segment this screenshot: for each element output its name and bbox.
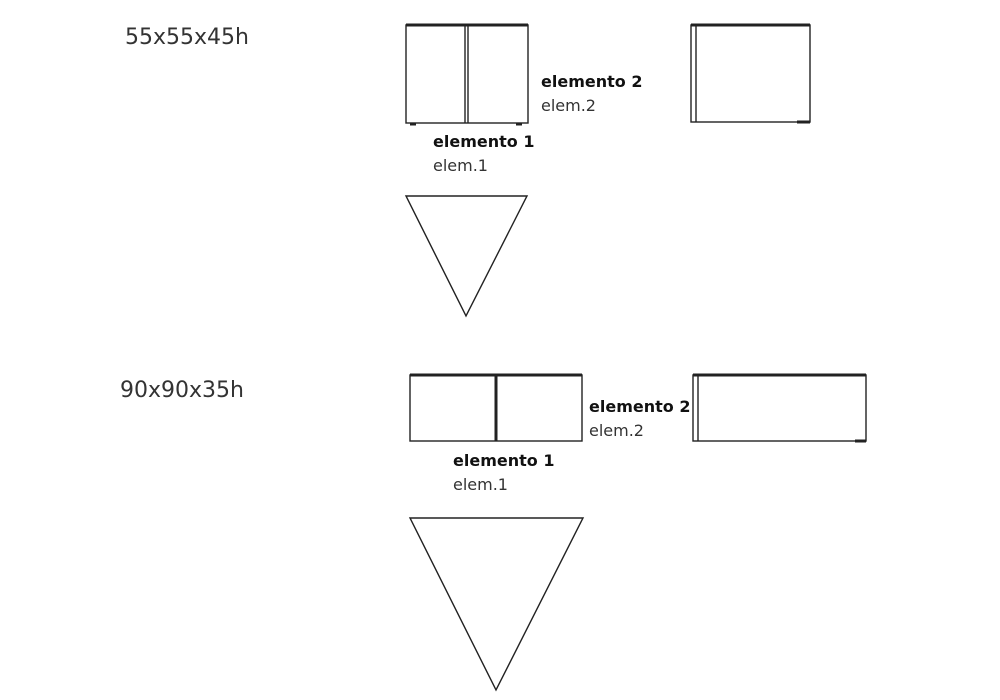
- element1-short: elem.1: [453, 475, 508, 494]
- front-view: [405, 23, 529, 126]
- section-small: 55x55x45h elemento 2 elem.2 elemento 1 e…: [125, 23, 811, 318]
- top-view-triangle: [404, 195, 529, 318]
- section-large: 90x90x35h elemento 2 elem.2 elemento 1 e…: [120, 373, 867, 692]
- side-view: [692, 373, 867, 443]
- element2-label: elemento 2: [541, 72, 642, 91]
- dimensions-label: 55x55x45h: [125, 25, 249, 50]
- element2-short: elem.2: [541, 96, 596, 115]
- element2-label: elemento 2: [589, 397, 690, 416]
- element1-label: elemento 1: [433, 132, 534, 151]
- front-view: [409, 373, 583, 442]
- side-view: [690, 23, 811, 124]
- element2-short: elem.2: [589, 421, 644, 440]
- element1-short: elem.1: [433, 156, 488, 175]
- element1-label: elemento 1: [453, 451, 554, 470]
- dimensions-label: 90x90x35h: [120, 378, 244, 403]
- top-view-triangle: [408, 517, 585, 692]
